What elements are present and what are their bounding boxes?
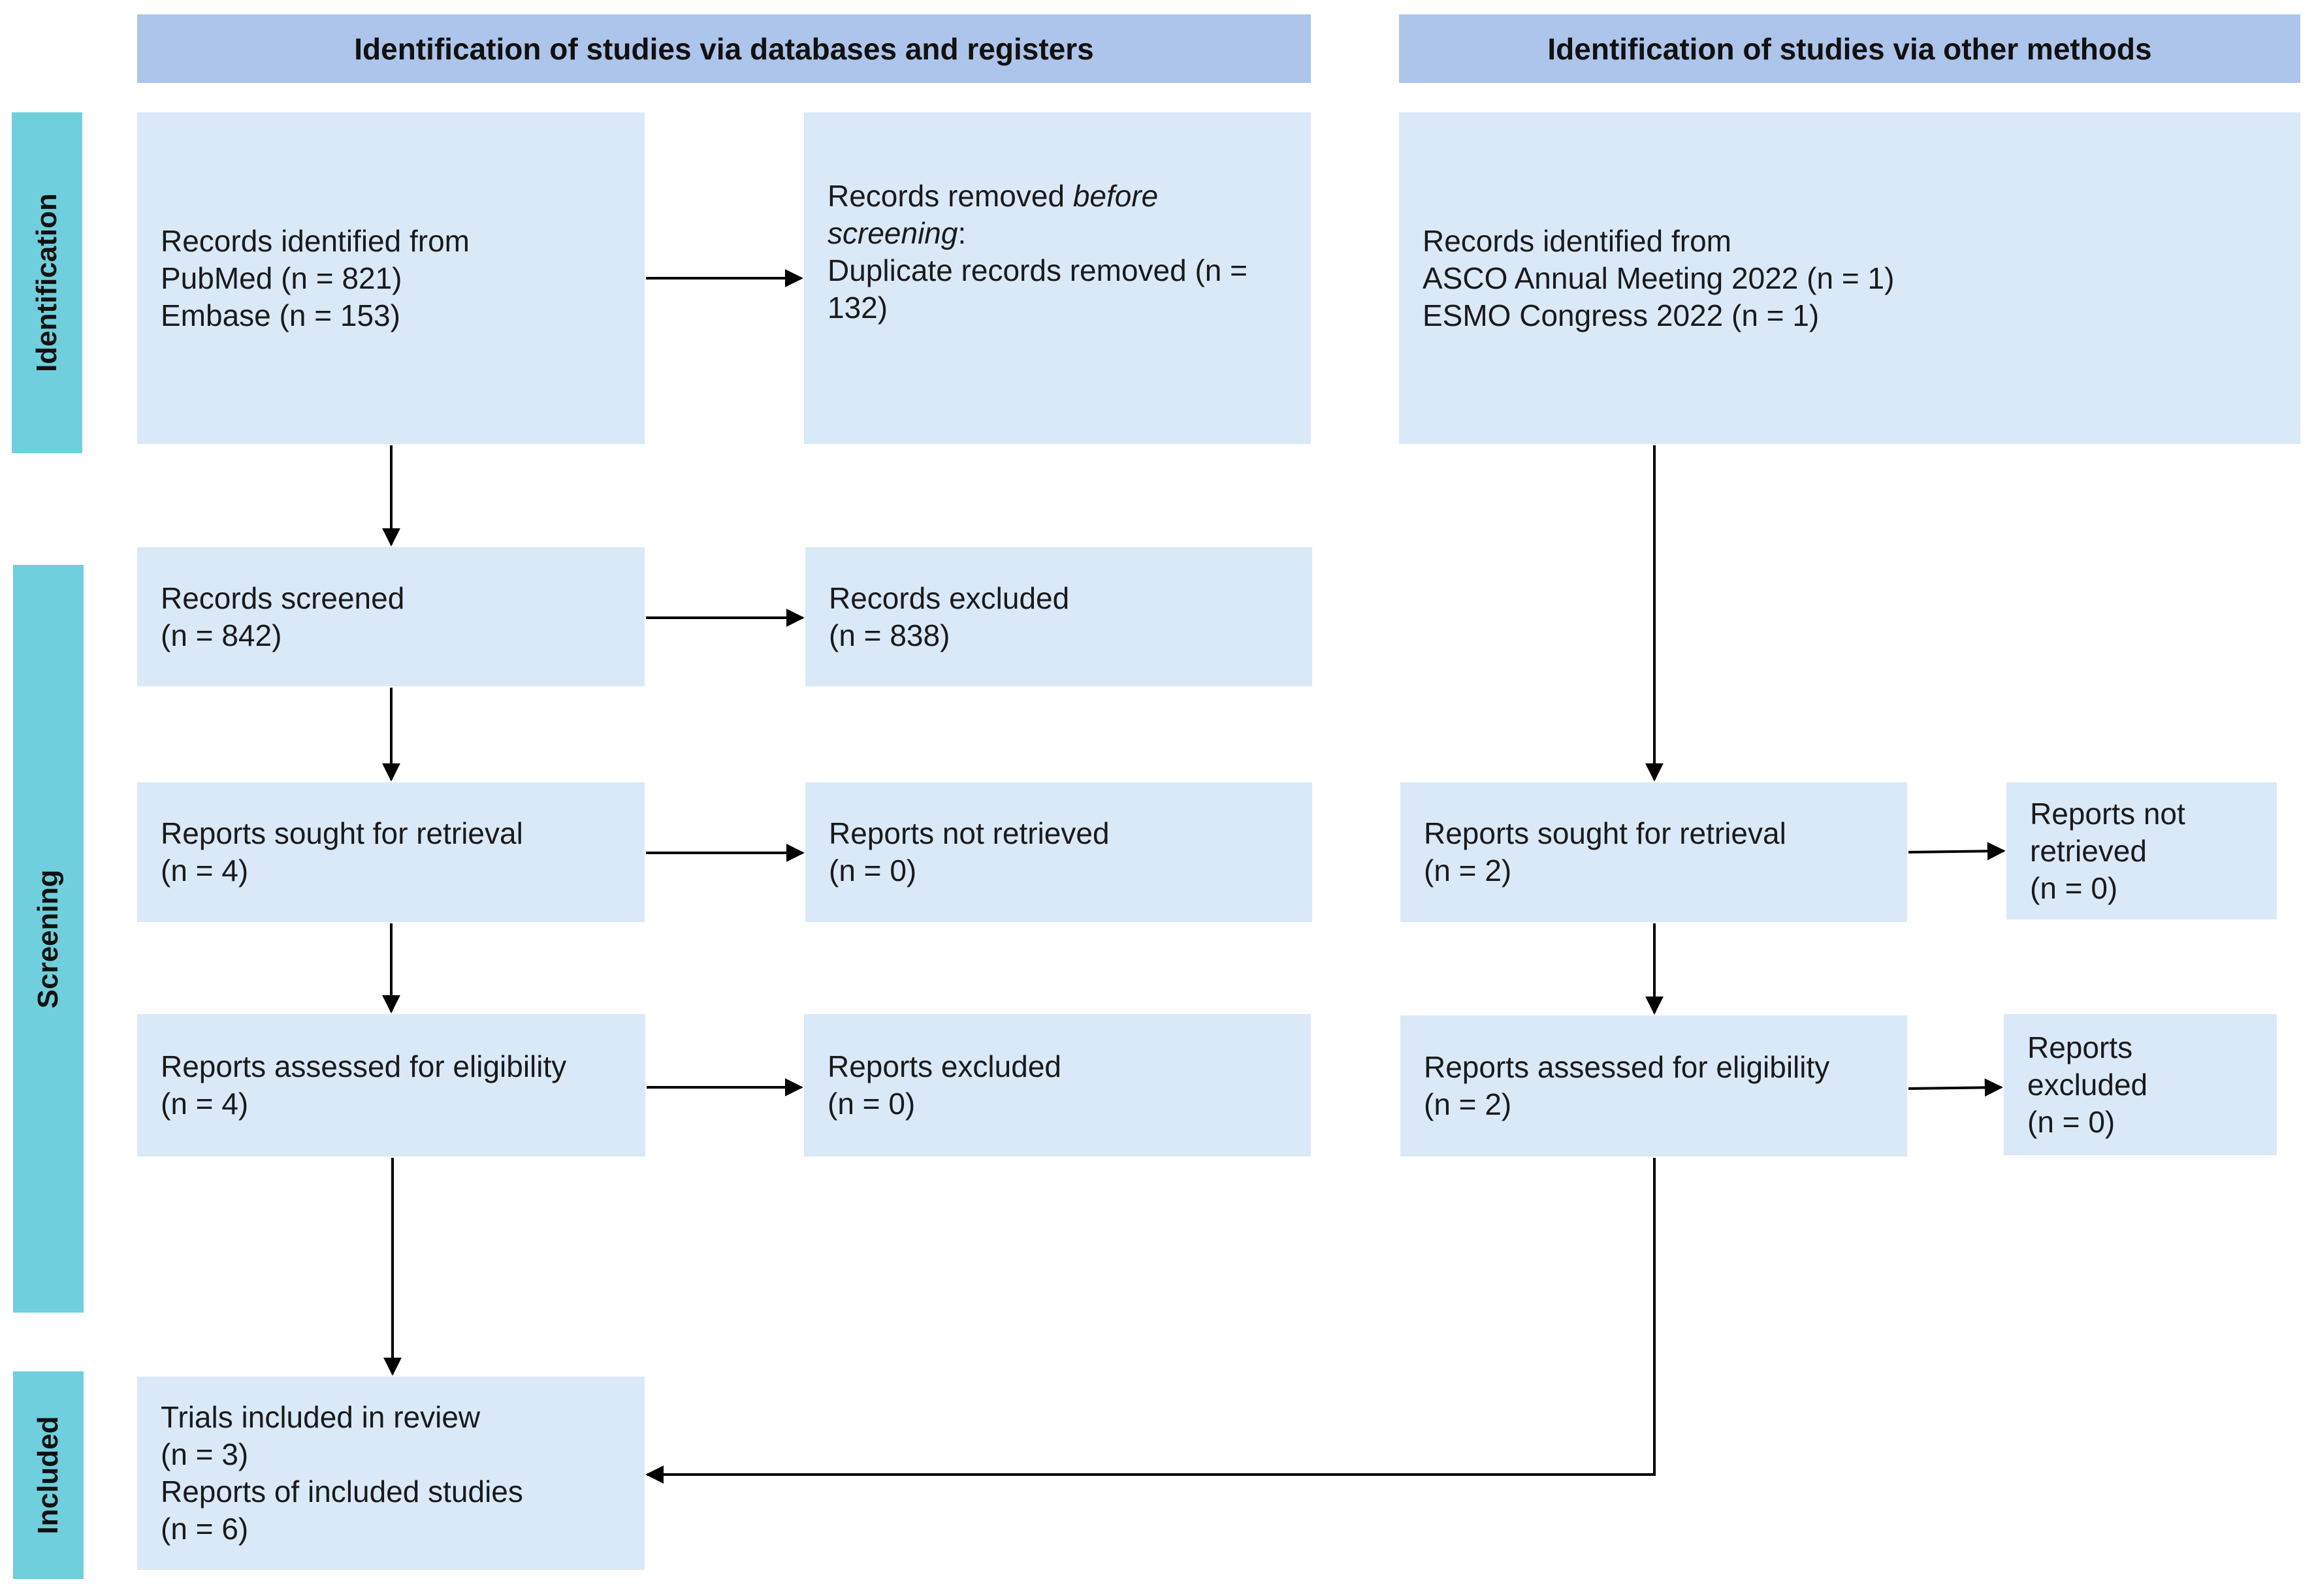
other-records-identified-line2: ASCO Annual Meeting 2022 (n = 1): [1423, 261, 1895, 295]
included-line1: Trials included in review: [161, 1400, 481, 1434]
included-line2: (n = 3): [161, 1437, 249, 1471]
arrow-other-sought-to-not-retrieved: [1908, 842, 2006, 861]
reports-excluded-line2: (n = 0): [828, 1087, 916, 1121]
header-databases: Identification of studies via databases …: [137, 14, 1311, 83]
records-removed-line2: screening:: [828, 215, 1287, 252]
other-reports-excluded-line2: excluded: [2027, 1067, 2148, 1102]
other-reports-not-retrieved-line2: retrieved: [2030, 833, 2147, 868]
records-identified-box: Records identified from PubMed (n = 821)…: [137, 112, 645, 444]
records-removed-line1-italic: before: [1072, 179, 1159, 213]
included-box: Trials included in review (n = 3) Report…: [137, 1377, 645, 1570]
reports-not-retrieved-box: Reports not retrieved (n = 0): [805, 782, 1312, 922]
records-identified-line3: Embase (n = 153): [161, 298, 400, 332]
records-identified-line2: PubMed (n = 821): [161, 261, 402, 295]
records-removed-line4: 132): [828, 291, 888, 325]
other-reports-assessed-line1: Reports assessed for eligibility: [1424, 1050, 1830, 1084]
reports-not-retrieved-line2: (n = 0): [829, 854, 917, 887]
records-removed-line2-suffix: :: [957, 216, 967, 250]
reports-sought-box: Reports sought for retrieval (n = 4): [137, 782, 645, 922]
other-records-identified-line3: ESMO Congress 2022 (n = 1): [1423, 298, 1820, 332]
records-identified-line1: Records identified from: [161, 223, 470, 258]
other-records-identified-line1: Records identified from: [1423, 223, 1731, 258]
other-reports-sought-box: Reports sought for retrieval (n = 2): [1400, 782, 1907, 922]
reports-assessed-line2: (n = 4): [161, 1087, 249, 1121]
other-reports-assessed-line2: (n = 2): [1424, 1087, 1512, 1121]
stage-screening: Screening: [13, 565, 84, 1313]
header-other-methods: Identification of studies via other meth…: [1399, 14, 2300, 83]
arrow-other-assessed-to-excluded: [1908, 1078, 2003, 1097]
included-line4: (n = 6): [161, 1512, 249, 1546]
other-reports-not-retrieved-box: Reports not retrieved (n = 0): [2006, 782, 2277, 919]
other-reports-not-retrieved-line1: Reports not: [2030, 796, 2185, 831]
reports-sought-line1: Reports sought for retrieval: [161, 816, 523, 850]
other-reports-excluded-box: Reports excluded (n = 0): [2004, 1014, 2277, 1155]
records-removed-box: Records removed before screening: Duplic…: [804, 112, 1311, 444]
records-screened-line1: Records screened: [161, 581, 405, 615]
records-removed-line3: Duplicate records removed (n =: [828, 253, 1248, 287]
reports-excluded-line1: Reports excluded: [828, 1049, 1061, 1083]
records-removed-line2-italic: screening: [828, 216, 958, 250]
reports-assessed-box: Reports assessed for eligibility (n = 4): [137, 1014, 645, 1157]
records-removed-line1: Records removed before: [828, 178, 1287, 215]
reports-sought-line2: (n = 4): [161, 854, 249, 887]
header-databases-text: Identification of studies via databases …: [354, 31, 1094, 66]
records-screened-line2: (n = 842): [161, 618, 282, 652]
records-excluded-line1: Records excluded: [829, 581, 1070, 615]
included-line3: Reports of included studies: [161, 1475, 523, 1508]
stage-identification: Identification: [12, 112, 82, 453]
other-records-identified-box: Records identified from ASCO Annual Meet…: [1399, 112, 2300, 444]
records-screened-box: Records screened (n = 842): [137, 547, 645, 686]
reports-assessed-line1: Reports assessed for eligibility: [161, 1049, 567, 1083]
records-removed-line1-prefix: Records removed: [828, 179, 1073, 213]
other-reports-excluded-line3: (n = 0): [2027, 1104, 2115, 1139]
other-reports-sought-line1: Reports sought for retrieval: [1424, 816, 1786, 850]
other-reports-not-retrieved-line3: (n = 0): [2030, 870, 2118, 905]
other-reports-assessed-box: Reports assessed for eligibility (n = 2): [1400, 1015, 1907, 1157]
stage-included: Included: [13, 1371, 84, 1579]
arrow-other-assessed-to-included: [645, 1158, 1656, 1484]
records-excluded-box: Records excluded (n = 838): [805, 547, 1312, 686]
header-other-methods-text: Identification of studies via other meth…: [1547, 31, 2152, 66]
other-reports-excluded-line1: Reports: [2027, 1030, 2133, 1064]
reports-excluded-box: Reports excluded (n = 0): [804, 1014, 1311, 1157]
other-reports-sought-line2: (n = 2): [1424, 854, 1512, 887]
records-excluded-line2: (n = 838): [829, 618, 950, 652]
reports-not-retrieved-line1: Reports not retrieved: [829, 816, 1110, 850]
